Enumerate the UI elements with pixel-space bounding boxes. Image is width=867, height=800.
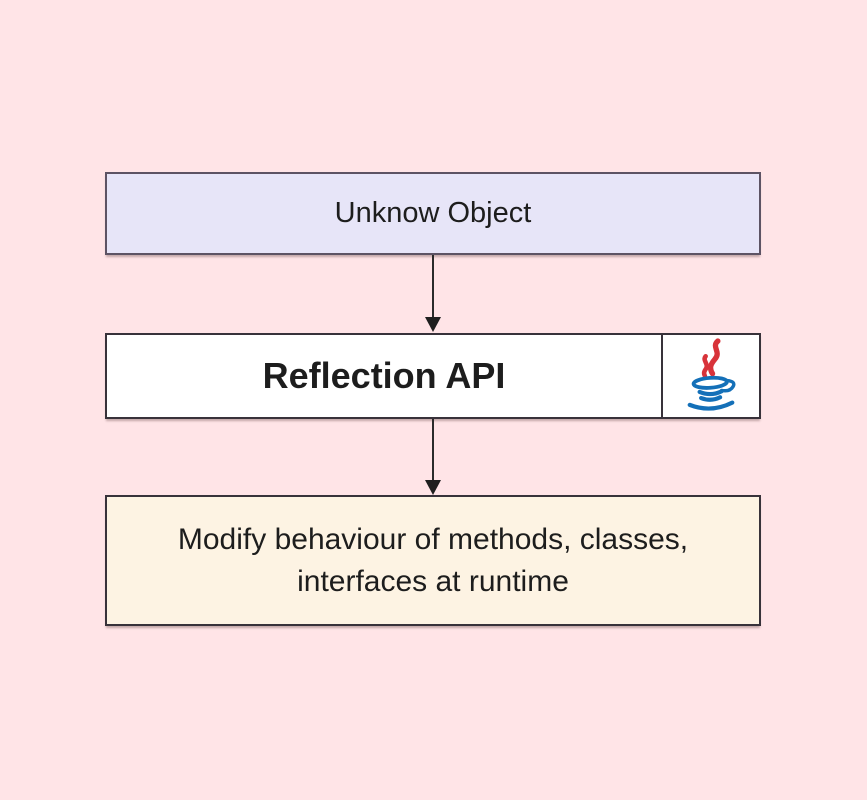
node-modify-behaviour: Modify behaviour of methods, classes, in…: [105, 495, 761, 626]
arrow-shaft: [432, 255, 434, 317]
java-logo-cell: [661, 335, 759, 417]
node-reflection-api-text-cell: Reflection API: [107, 335, 661, 417]
arrow-head-down-icon: [425, 317, 441, 332]
arrow-reflection-to-modify: [425, 419, 441, 495]
arrow-head-down-icon: [425, 480, 441, 495]
node-reflection-api: Reflection API: [105, 333, 761, 419]
arrow-unknown-to-reflection: [425, 255, 441, 332]
java-logo-icon: [687, 338, 736, 411]
node-modify-behaviour-line-2: interfaces at runtime: [297, 564, 569, 598]
node-unknown-object: Unknow Object: [105, 172, 761, 255]
node-modify-behaviour-line-1: Modify behaviour of methods, classes,: [177, 522, 689, 556]
node-unknown-object-label: Unknow Object: [334, 197, 532, 229]
node-reflection-api-label: Reflection API: [262, 355, 506, 396]
arrow-shaft: [432, 419, 434, 480]
